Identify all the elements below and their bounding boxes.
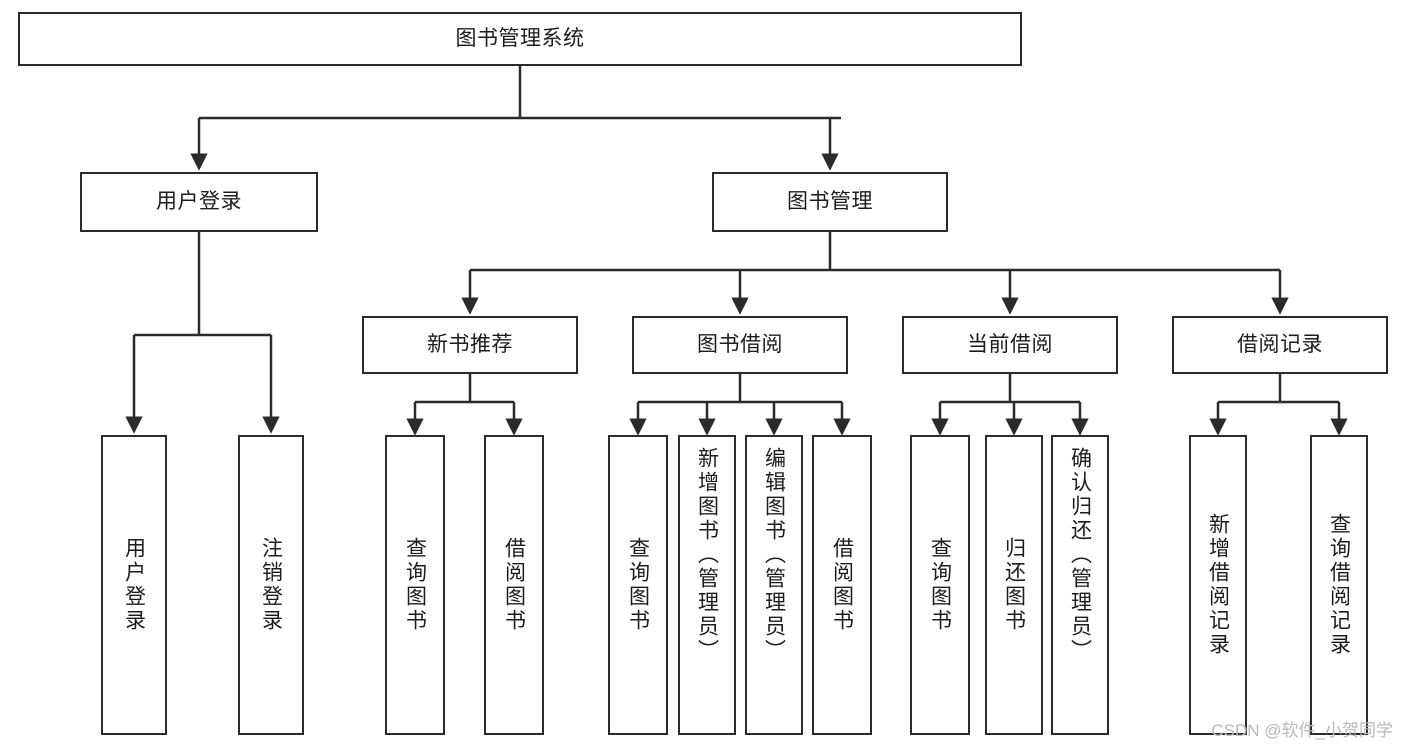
node-new-book-recommend-label: 新书推荐	[427, 332, 513, 356]
node-leaf-add-borrow-record[interactable]: 新增借阅记录	[1189, 435, 1247, 735]
node-leaf-query-book-2[interactable]: 查询图书	[608, 435, 668, 735]
node-borrow-record[interactable]: 借阅记录	[1172, 316, 1388, 374]
node-leaf-query-book-1[interactable]: 查询图书	[385, 435, 445, 735]
node-book-manage[interactable]: 图书管理	[712, 172, 948, 232]
node-book-borrow-label: 图书借阅	[697, 332, 783, 356]
node-root[interactable]: 图书管理系统	[18, 12, 1022, 66]
node-leaf-confirm-return-label: 确认归还（管理员）	[1068, 447, 1092, 663]
node-leaf-confirm-return[interactable]: 确认归还（管理员）	[1051, 435, 1109, 735]
node-leaf-query-borrow-record-label: 查询借阅记录	[1327, 513, 1351, 657]
node-borrow-record-label: 借阅记录	[1237, 332, 1323, 356]
node-leaf-logout-label: 注销登录	[259, 537, 283, 633]
node-leaf-return-book[interactable]: 归还图书	[985, 435, 1043, 735]
node-leaf-borrow-book-2[interactable]: 借阅图书	[812, 435, 872, 735]
node-leaf-query-book-1-label: 查询图书	[403, 537, 427, 633]
node-leaf-return-book-label: 归还图书	[1002, 537, 1026, 633]
node-user-login[interactable]: 用户登录	[80, 172, 318, 232]
node-leaf-add-book[interactable]: 新增图书（管理员）	[678, 435, 736, 735]
node-leaf-add-book-label: 新增图书（管理员）	[695, 447, 719, 663]
node-leaf-query-book-2-label: 查询图书	[626, 537, 650, 633]
node-leaf-edit-book[interactable]: 编辑图书（管理员）	[745, 435, 803, 735]
node-current-borrow[interactable]: 当前借阅	[902, 316, 1118, 374]
node-leaf-user-login-label: 用户登录	[122, 537, 146, 633]
node-leaf-user-login[interactable]: 用户登录	[101, 435, 167, 735]
node-leaf-borrow-book-2-label: 借阅图书	[830, 537, 854, 633]
node-leaf-query-borrow-record[interactable]: 查询借阅记录	[1310, 435, 1368, 735]
node-leaf-add-borrow-record-label: 新增借阅记录	[1206, 513, 1230, 657]
node-leaf-edit-book-label: 编辑图书（管理员）	[762, 447, 786, 663]
node-book-borrow[interactable]: 图书借阅	[632, 316, 848, 374]
node-root-label: 图书管理系统	[455, 26, 585, 50]
node-new-book-recommend[interactable]: 新书推荐	[362, 316, 578, 374]
node-leaf-borrow-book-1[interactable]: 借阅图书	[484, 435, 544, 735]
node-leaf-logout[interactable]: 注销登录	[238, 435, 304, 735]
node-leaf-query-book-3[interactable]: 查询图书	[910, 435, 970, 735]
node-user-login-label: 用户登录	[156, 189, 242, 213]
node-leaf-borrow-book-1-label: 借阅图书	[502, 537, 526, 633]
node-leaf-query-book-3-label: 查询图书	[928, 537, 952, 633]
node-current-borrow-label: 当前借阅	[967, 332, 1053, 356]
node-book-manage-label: 图书管理	[787, 189, 873, 213]
